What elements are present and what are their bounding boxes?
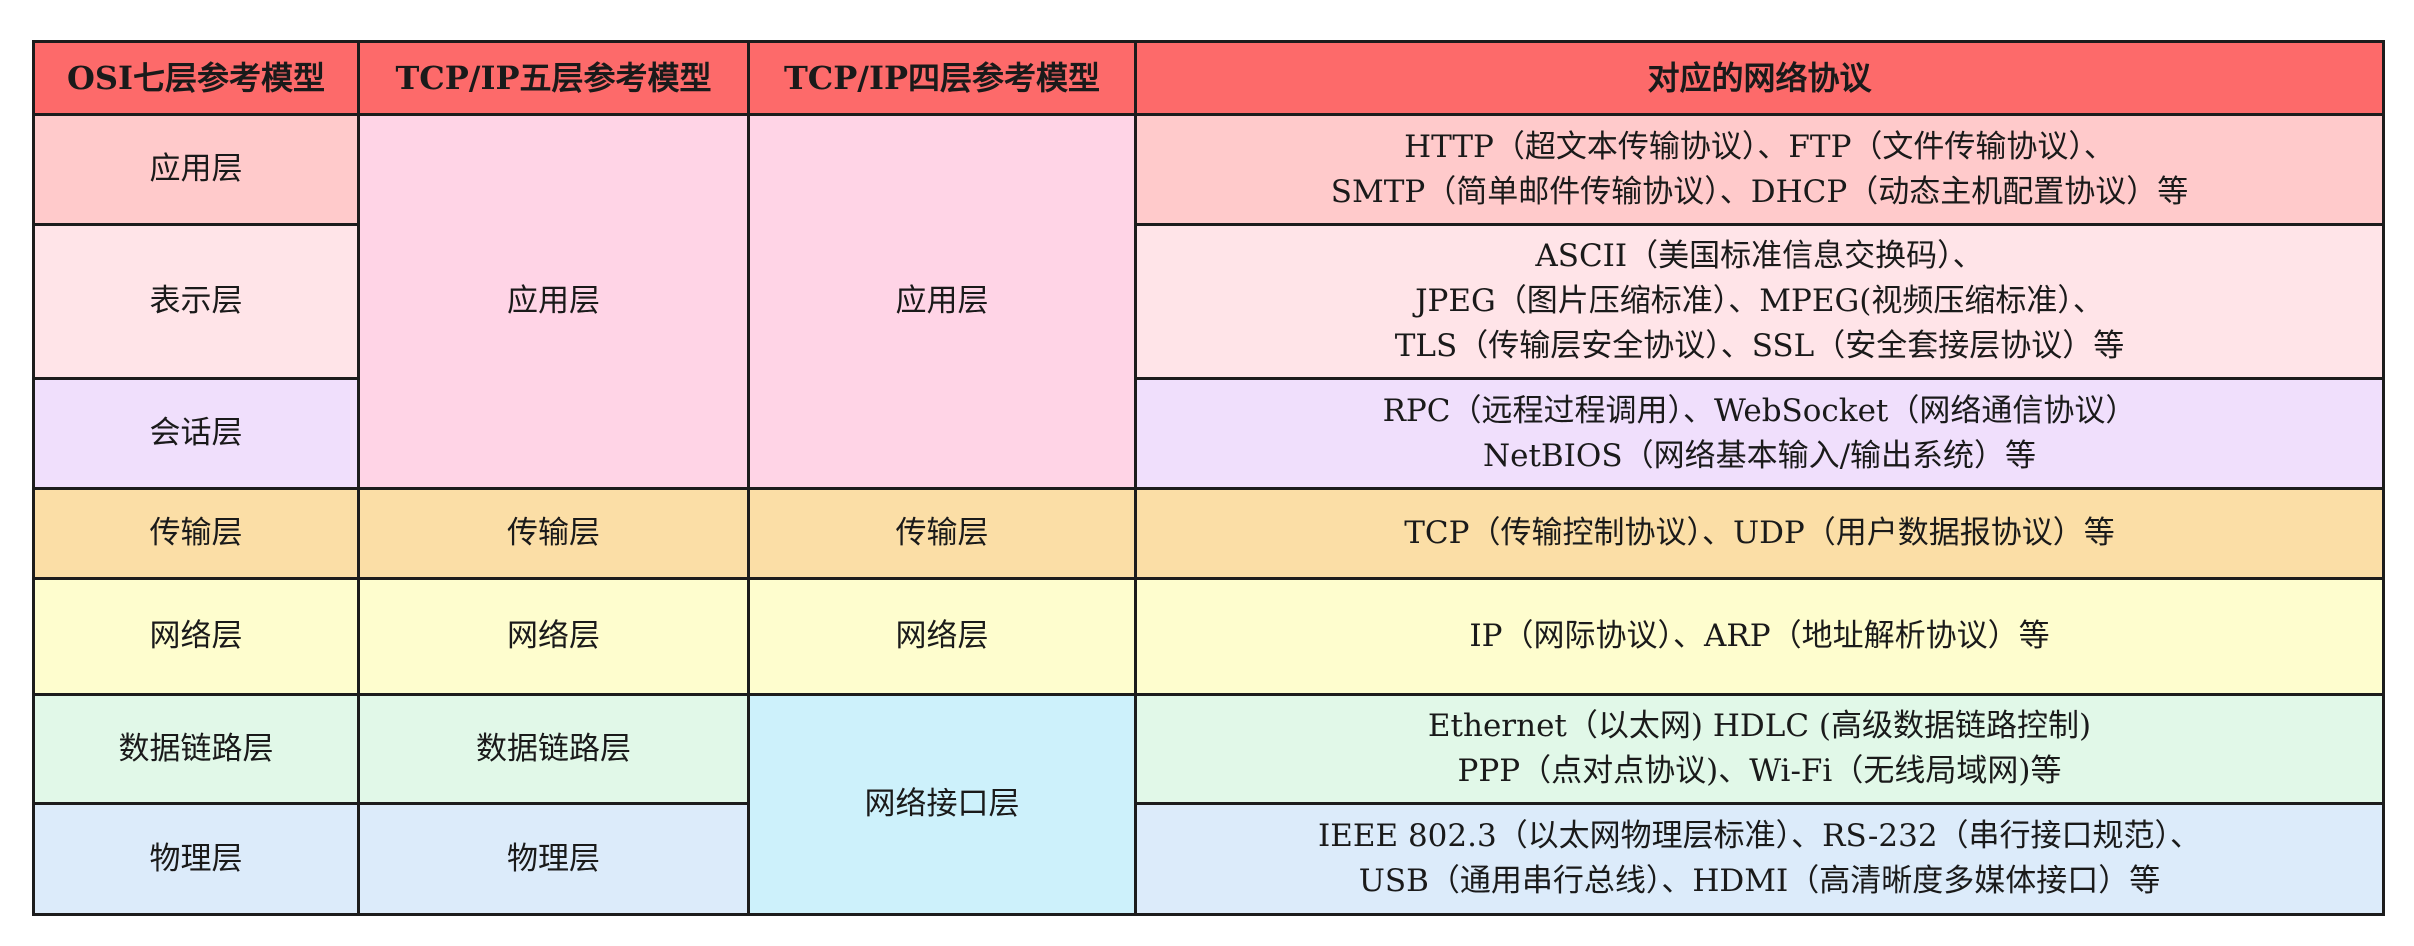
protocol-line: RPC（远程过程调用）、WebSocket（网络通信协议） bbox=[1382, 392, 2137, 429]
header-osi: OSI七层参考模型 bbox=[32, 40, 360, 116]
tcpip5-datalink-layer: 数据链路层 bbox=[357, 693, 750, 805]
protocol-line: ASCII（美国标准信息交换码）、 bbox=[1535, 238, 1984, 274]
protocol-line: JPEG（图片压缩标准）、MPEG(视频压缩标准）、 bbox=[1415, 283, 2104, 319]
protocols-session: RPC（远程过程调用）、WebSocket（网络通信协议） NetBIOS（网络… bbox=[1134, 377, 2385, 490]
protocols-datalink: Ethernet（以太网) HDLC (高级数据链路控制) PPP（点对点协议)… bbox=[1134, 693, 2385, 805]
row-application: 应用层 应用层 应用层 HTTP（超文本传输协议）、FTP（文件传输协议）、 S… bbox=[32, 113, 2385, 490]
osi-session-layer: 会话层 bbox=[32, 377, 360, 490]
network-layer-model-table: OSI七层参考模型 TCP/IP五层参考模型 TCP/IP四层参考模型 对应的网… bbox=[32, 40, 2385, 916]
protocol-line: TLS（传输层安全协议）、SSL（安全套接层协议）等 bbox=[1394, 328, 2125, 364]
row-datalink: 数据链路层 数据链路层 网络接口层 Ethernet（以太网) HDLC (高级… bbox=[32, 693, 2385, 916]
protocol-line: HTTP（超文本传输协议）、FTP（文件传输协议）、 bbox=[1404, 128, 2115, 165]
tcpip5-transport-layer: 传输层 bbox=[357, 487, 750, 580]
protocols-transport: TCP（传输控制协议）、UDP（用户数据报协议）等 bbox=[1134, 487, 2385, 580]
protocols-physical: IEEE 802.3（以太网物理层标准）、RS-232（串行接口规范）、 USB… bbox=[1134, 802, 2385, 916]
row-physical: 物理层 物理层 IEEE 802.3（以太网物理层标准）、RS-232（串行接口… bbox=[32, 802, 2385, 916]
row-transport: 传输层 传输层 传输层 TCP（传输控制协议）、UDP（用户数据报协议）等 bbox=[32, 487, 2385, 580]
row-network: 网络层 网络层 网络层 IP（网际协议）、ARP（地址解析协议）等 bbox=[32, 577, 2385, 696]
protocols-network: IP（网际协议）、ARP（地址解析协议）等 bbox=[1134, 577, 2385, 696]
protocol-line: TCP（传输控制协议）、UDP（用户数据报协议）等 bbox=[1404, 515, 2115, 551]
header-row: OSI七层参考模型 TCP/IP五层参考模型 TCP/IP四层参考模型 对应的网… bbox=[32, 40, 2385, 116]
tcpip5-network-layer: 网络层 bbox=[357, 577, 750, 696]
row-presentation: 表示层 ASCII（美国标准信息交换码）、 JPEG（图片压缩标准）、MPEG(… bbox=[32, 223, 2385, 380]
header-tcpip4: TCP/IP四层参考模型 bbox=[747, 40, 1137, 116]
protocol-line: IP（网际协议）、ARP（地址解析协议）等 bbox=[1469, 618, 2050, 654]
osi-transport-layer: 传输层 bbox=[32, 487, 360, 580]
protocol-line: USB（通用串行总线）、HDMI（高清晰度多媒体接口）等 bbox=[1358, 863, 2161, 899]
row-session: 会话层 RPC（远程过程调用）、WebSocket（网络通信协议） NetBIO… bbox=[32, 377, 2385, 490]
tcpip5-physical-layer: 物理层 bbox=[357, 802, 750, 916]
tcpip4-network-layer: 网络层 bbox=[747, 577, 1137, 696]
header-tcpip5: TCP/IP五层参考模型 bbox=[357, 40, 750, 116]
protocol-line: IEEE 802.3（以太网物理层标准）、RS-232（串行接口规范）、 bbox=[1317, 818, 2202, 854]
tcpip4-application-layer: 应用层 bbox=[747, 113, 1137, 490]
osi-network-layer: 网络层 bbox=[32, 577, 360, 696]
protocol-line: PPP（点对点协议)、Wi-Fi（无线局域网)等 bbox=[1457, 753, 2062, 789]
osi-application-layer: 应用层 bbox=[32, 113, 360, 226]
tcpip4-network-interface-layer: 网络接口层 bbox=[747, 693, 1137, 916]
osi-physical-layer: 物理层 bbox=[32, 802, 360, 916]
protocol-line: SMTP（简单邮件传输协议）、DHCP（动态主机配置协议）等 bbox=[1330, 173, 2189, 210]
protocols-presentation: ASCII（美国标准信息交换码）、 JPEG（图片压缩标准）、MPEG(视频压缩… bbox=[1134, 223, 2385, 380]
protocol-line: NetBIOS（网络基本输入/输出系统）等 bbox=[1482, 437, 2037, 474]
osi-datalink-layer: 数据链路层 bbox=[32, 693, 360, 805]
tcpip4-transport-layer: 传输层 bbox=[747, 487, 1137, 580]
osi-presentation-layer: 表示层 bbox=[32, 223, 360, 380]
protocols-application: HTTP（超文本传输协议）、FTP（文件传输协议）、 SMTP（简单邮件传输协议… bbox=[1134, 113, 2385, 226]
protocol-line: Ethernet（以太网) HDLC (高级数据链路控制) bbox=[1427, 708, 2092, 744]
tcpip5-application-layer: 应用层 bbox=[357, 113, 750, 490]
header-protocols: 对应的网络协议 bbox=[1134, 40, 2385, 116]
